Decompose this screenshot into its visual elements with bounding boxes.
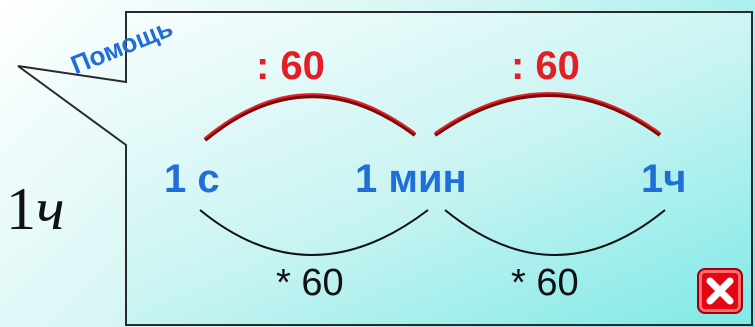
close-icon xyxy=(706,277,734,305)
callout-shape xyxy=(17,11,753,326)
arc-top-right xyxy=(433,93,662,137)
arc-top-left xyxy=(203,94,417,142)
arc-top-left-highlight xyxy=(204,93,416,139)
multiply-op-left: * 60 xyxy=(276,262,344,304)
background-number: 1 xyxy=(6,176,36,242)
arc-top-right-highlight xyxy=(434,92,661,134)
background-unit: ч xyxy=(36,176,65,242)
close-button[interactable] xyxy=(697,268,743,314)
divide-op-right: : 60 xyxy=(511,44,580,88)
background-formula: 1ч xyxy=(6,175,65,244)
unit-second: 1 с xyxy=(164,157,220,201)
multiply-op-right: * 60 xyxy=(511,262,579,304)
divide-op-left: : 60 xyxy=(256,44,325,88)
unit-hour: 1ч xyxy=(641,157,687,201)
unit-minute: 1 мин xyxy=(355,157,467,201)
arc-bottom-left xyxy=(199,209,429,256)
arc-bottom-right xyxy=(444,209,666,256)
